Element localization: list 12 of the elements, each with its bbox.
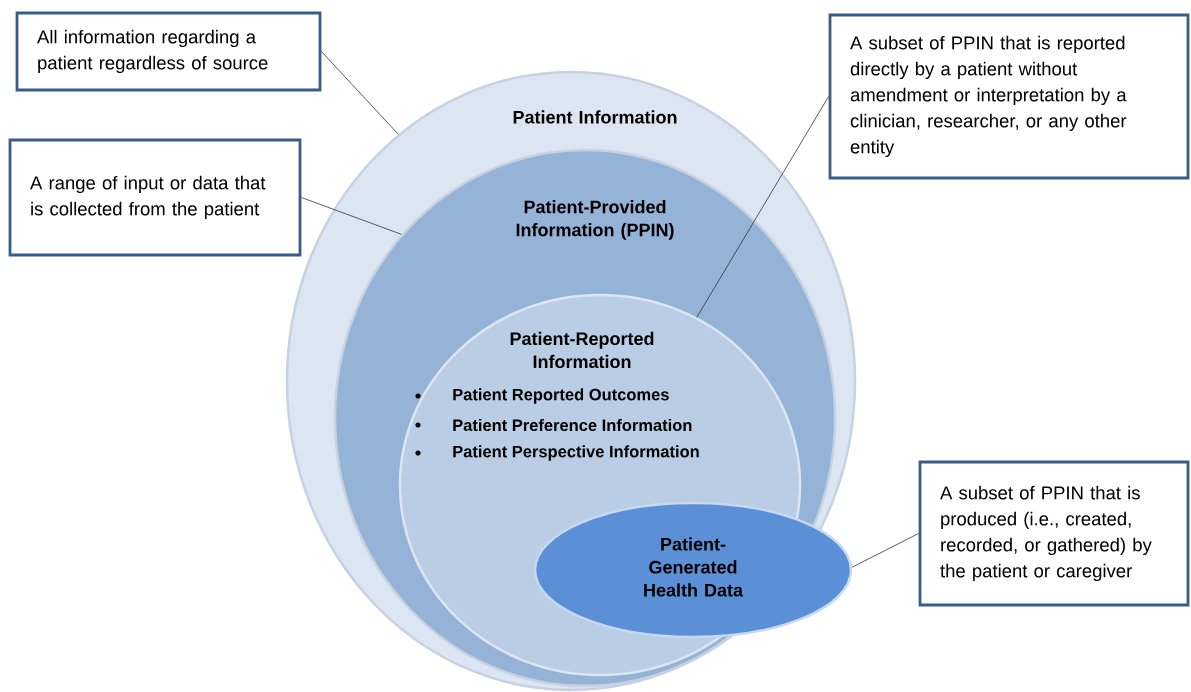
callout-box: All information regarding a patient regardless of source xyxy=(15,11,322,92)
leader-line xyxy=(696,96,829,318)
bullet-item: Patient Preference Information xyxy=(415,418,692,432)
callout-box: A range of input or data that is collected from the patient xyxy=(8,138,302,257)
nested-region: Patient-Generated Health Data xyxy=(533,501,853,639)
callout-box: A subset of PPIN that is reported directly by a patient without amendment or interpretation by a clinician, researcher, or any other entity xyxy=(828,13,1190,180)
leader-line xyxy=(851,533,919,568)
bullet-item: Patient Reported Outcomes xyxy=(415,388,669,404)
leader-line xyxy=(301,197,402,235)
callout-box: A subset of PPIN that is produced (i.e., created, recorded, or gathered) by the patient or caregiver xyxy=(918,460,1190,607)
leader-line xyxy=(321,51,399,135)
bullet-item: Patient Perspective Information xyxy=(415,445,699,461)
